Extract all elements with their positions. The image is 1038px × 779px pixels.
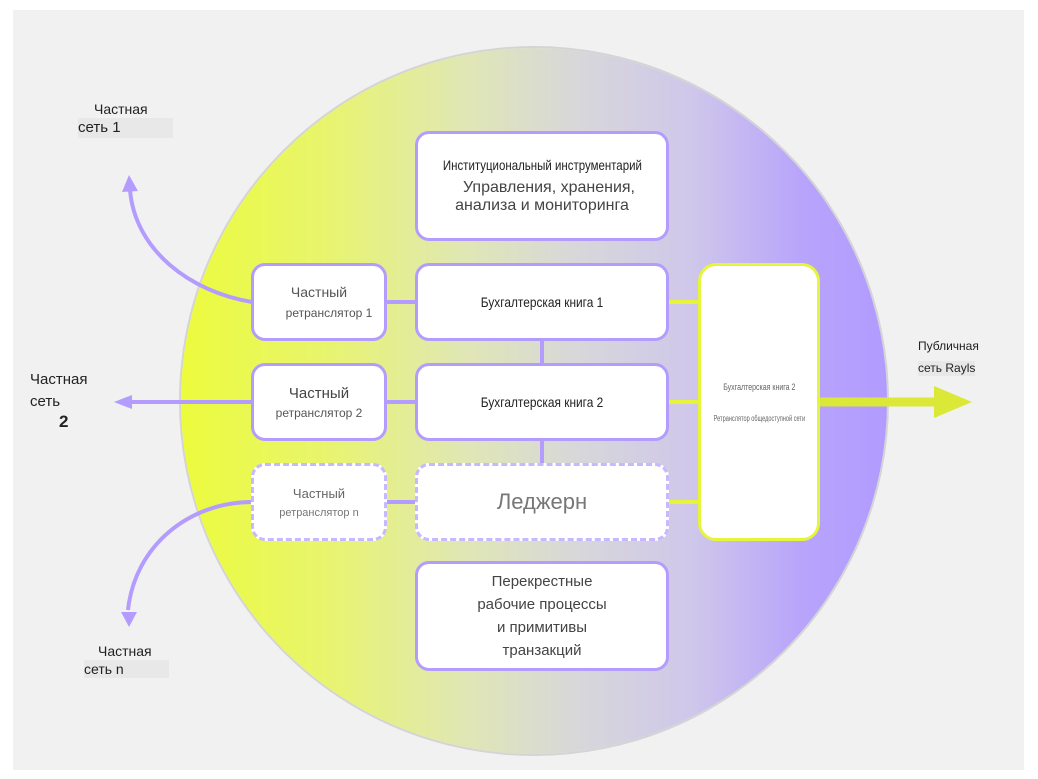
ledger-label: Леджерн [496,489,588,514]
relay-subtitle: ретранслятор 2 [275,405,363,420]
public-relay-label: Ретранслятор общедоступной сети [713,413,805,423]
arrow-private-n-head [121,612,137,627]
private-relay-n: Частный ретранслятор n [251,463,387,541]
cross-line-4: транзакций [502,642,582,659]
toolkit-line-1: Управления, хранения, [462,179,635,196]
private-relay-2: Частный ретранслятор 2 [251,363,387,441]
public-relay-ledger-label: Бухгалтерская книга 2 [722,381,796,392]
label-line: сеть Rayls [918,360,976,377]
label-private-network-2: Частная сеть 2 [30,370,87,433]
arrow-private-1 [128,189,253,304]
label-line: Частная [98,643,152,659]
ledger-2: Бухгалтерская книга 2 [415,363,669,441]
arrow-private-n [126,500,253,611]
label-line: сеть [30,392,61,410]
label-private-network-n: Частная сеть n [84,642,169,679]
cross-line-3: и примитивы [496,619,588,636]
toolkit-title: Институциональный инструментарий [442,157,642,173]
label-private-network-1: Частная сеть 1 [78,100,173,138]
arrow-private-2-head [114,395,132,409]
toolkit-line-2: анализа и мониторинга [455,197,629,214]
relay-title: Частный [288,384,350,402]
cross-workflows-box: Перекрестные рабочие процессы и примитив… [415,561,669,671]
cross-line-2: рабочие процессы [477,596,607,613]
label-line: Частная [94,101,148,117]
label-line: Частная [30,371,88,388]
ledger-label: Бухгалтерская книга 1 [480,294,604,310]
ledger-1: Бухгалтерская книга 1 [415,263,669,341]
relay-subtitle: ретранслятор n [279,506,359,519]
ledger-label: Бухгалтерская книга 2 [480,394,604,410]
ledger-n: Леджерн [415,463,669,541]
public-arrow-head [934,386,972,418]
relay-subtitle: ретранслятор 1 [285,306,373,320]
institutional-toolkit-box: Институциональный инструментарий Управле… [415,131,669,241]
label-line: сеть n [84,660,169,679]
label-line: Публичная [918,339,979,353]
relay-title: Частный [292,485,346,501]
label-public-network: Публичная сеть Rayls [918,339,979,377]
label-line: 2 [59,412,69,431]
cross-line-1: Перекрестные [491,573,593,590]
relay-title: Частный [290,284,348,300]
label-line: сеть 1 [78,118,173,138]
public-network-relay-box: Бухгалтерская книга 2 Ретранслятор общед… [698,263,820,541]
private-relay-1: Частный ретранслятор 1 [251,263,387,341]
arrow-private-1-head [122,175,138,192]
